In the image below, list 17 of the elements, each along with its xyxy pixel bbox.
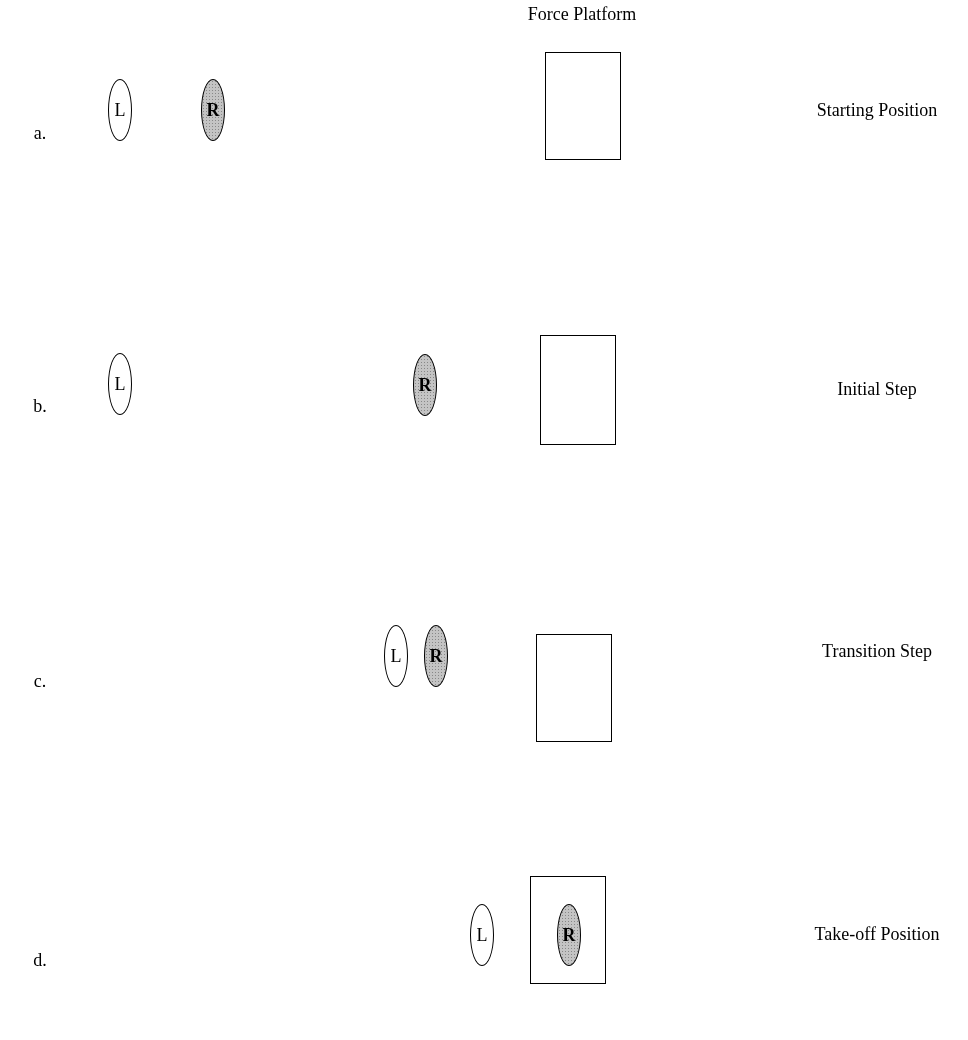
heading: Force Platform xyxy=(527,3,637,25)
row-letter: a. xyxy=(33,122,47,144)
footprint-ellipse: R xyxy=(557,904,581,966)
force-platform xyxy=(545,52,621,160)
row-letter: c. xyxy=(33,670,47,692)
force-platform xyxy=(530,876,606,984)
position-label: Initial Step xyxy=(837,378,917,400)
footprint-ellipse: R xyxy=(413,354,437,416)
position-label: Starting Position xyxy=(816,99,938,121)
force-platform xyxy=(536,634,612,742)
force-platform xyxy=(540,335,616,445)
footprint-ellipse: R xyxy=(424,625,448,687)
position-label: Take-off Position xyxy=(814,923,940,945)
position-label: Transition Step xyxy=(822,640,932,662)
row-letter: d. xyxy=(33,949,47,971)
row-letter: b. xyxy=(33,395,47,417)
footprint-ellipse: R xyxy=(201,79,225,141)
